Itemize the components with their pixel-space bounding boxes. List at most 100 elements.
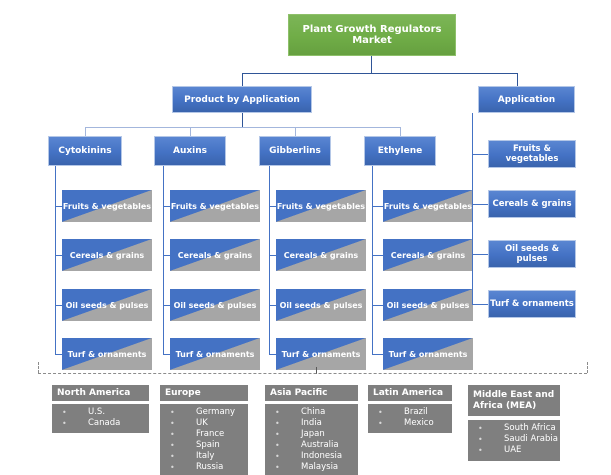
connector-pba-drop — [242, 73, 243, 86]
segment-label: Cereals & grains — [390, 250, 466, 260]
product-node-ethylene-label: Ethylene — [377, 146, 423, 156]
country-item: Russia — [160, 462, 248, 473]
application-segment-cereals-grains: Cereals & grains — [488, 190, 576, 218]
product-node-auxins-label: Auxins — [172, 146, 208, 156]
region-list-latin-america: Brazil Mexico — [368, 404, 452, 433]
connector-application-stub2 — [472, 204, 488, 205]
segment-gibberlins-fruits-vegetables: Fruits & vegetables — [276, 190, 366, 222]
region-header-latin-america: Latin America — [368, 385, 452, 401]
segment-label: Oil seeds & pulses — [173, 300, 257, 310]
country-item: Mexico — [368, 418, 452, 429]
segment-cytokinins-oil-seeds-pulses: Oil seeds & pulses — [62, 289, 152, 321]
segment-cytokinins-cereals-grains: Cereals & grains — [62, 239, 152, 271]
application-segment-label: Oil seeds & pulses — [504, 244, 560, 264]
connector-application-stub1 — [472, 154, 488, 155]
segment-label: Turf & ornaments — [281, 349, 361, 359]
connector-col2-stub2 — [163, 255, 170, 256]
region-name: Europe — [165, 387, 201, 398]
country-item: India — [265, 418, 358, 429]
connector-products-rail — [85, 127, 401, 128]
root-node-label: Plant Growth Regulators Market — [302, 24, 442, 46]
segment-cytokinins-fruits-vegetables: Fruits & vegetables — [62, 190, 152, 222]
connector-col4-stub4 — [372, 354, 383, 355]
region-header-middle-east-africa: Middle East and Africa (MEA) — [468, 385, 560, 416]
connector-application-stub3 — [472, 254, 488, 255]
segment-label: Turf & ornaments — [67, 349, 147, 359]
connector-col3-stub1 — [269, 206, 276, 207]
connector-col2-spine — [163, 166, 164, 355]
connector-col1-stub3 — [55, 305, 62, 306]
country-item: Germany — [160, 407, 248, 418]
connector-application-spine — [472, 113, 473, 304]
connector-col4-stub2 — [372, 255, 383, 256]
segment-auxins-cereals-grains: Cereals & grains — [170, 239, 260, 271]
country-item: Brazil — [368, 407, 452, 418]
country-item: China — [265, 407, 358, 418]
product-node-cytokinins: Cytokinins — [48, 136, 122, 166]
branch-application-label: Application — [497, 94, 556, 105]
application-segment-turf-ornaments: Turf & ornaments — [488, 290, 576, 318]
country-item: France — [160, 429, 248, 440]
segment-gibberlins-turf-ornaments: Turf & ornaments — [276, 338, 366, 370]
region-name: Asia Pacific — [270, 387, 328, 398]
connector-col2-stub4 — [163, 354, 170, 355]
connector-application-stub4 — [472, 304, 488, 305]
connector-col1-stub4 — [55, 354, 62, 355]
country-item: Canada — [52, 418, 149, 429]
segment-label: Cereals & grains — [283, 250, 359, 260]
branch-product-by-application: Product by Application — [172, 86, 312, 113]
country-item: Spain — [160, 440, 248, 451]
connector-col3-stub3 — [269, 305, 276, 306]
connector-col4-spine — [372, 166, 373, 355]
segment-gibberlins-oil-seeds-pulses: Oil seeds & pulses — [276, 289, 366, 321]
segment-ethylene-fruits-vegetables: Fruits & vegetables — [383, 190, 473, 222]
branch-application: Application — [478, 86, 575, 113]
regions-dashed-tick-right — [587, 362, 588, 373]
segment-label: Oil seeds & pulses — [279, 300, 363, 310]
connector-gibberlins-drop — [295, 127, 296, 136]
country-item: Australia — [265, 440, 358, 451]
segment-ethylene-oil-seeds-pulses: Oil seeds & pulses — [383, 289, 473, 321]
connector-level2-rail — [242, 73, 518, 74]
connector-col1-stub2 — [55, 255, 62, 256]
country-item: Saudi Arabia — [468, 434, 560, 445]
connector-pba-stem — [242, 113, 243, 127]
country-item: Japan — [265, 429, 358, 440]
region-name: Latin America — [373, 387, 444, 398]
segment-ethylene-cereals-grains: Cereals & grains — [383, 239, 473, 271]
connector-root-drop — [371, 56, 372, 73]
connector-col4-stub3 — [372, 305, 383, 306]
segment-label: Oil seeds & pulses — [65, 300, 149, 310]
country-item: U.S. — [52, 407, 149, 418]
segment-label: Fruits & vegetables — [62, 201, 152, 211]
segment-label: Fruits & vegetables — [383, 201, 473, 211]
product-node-gibberlins-label: Gibberlins — [269, 146, 321, 156]
connector-col2-stub1 — [163, 206, 170, 207]
segment-label: Fruits & vegetables — [276, 201, 366, 211]
connector-col2-stub3 — [163, 305, 170, 306]
connector-auxins-drop — [190, 127, 191, 136]
region-header-europe: Europe — [160, 385, 248, 401]
application-segment-label: Fruits & vegetables — [505, 144, 559, 164]
application-segment-fruits-vegetables: Fruits & vegetables — [488, 140, 576, 168]
connector-regions-stem — [316, 367, 317, 374]
segment-label: Oil seeds & pulses — [386, 300, 470, 310]
country-item: UAE — [468, 445, 560, 456]
segment-label: Cereals & grains — [177, 250, 253, 260]
product-node-auxins: Auxins — [154, 136, 226, 166]
product-node-cytokinins-label: Cytokinins — [58, 146, 112, 156]
country-item: Italy — [160, 451, 248, 462]
application-segment-label: Cereals & grains — [492, 199, 572, 209]
connector-col3-spine — [269, 166, 270, 355]
country-item: UK — [160, 418, 248, 429]
product-node-gibberlins: Gibberlins — [259, 136, 331, 166]
segment-label: Fruits & vegetables — [170, 201, 260, 211]
connector-col1-stub1 — [55, 206, 62, 207]
segment-label: Turf & ornaments — [175, 349, 255, 359]
connector-col1-spine — [55, 166, 56, 355]
segment-label: Turf & ornaments — [388, 349, 468, 359]
root-node: Plant Growth Regulators Market — [288, 14, 456, 56]
region-header-asia-pacific: Asia Pacific — [265, 385, 358, 401]
branch-product-by-application-label: Product by Application — [184, 94, 300, 105]
